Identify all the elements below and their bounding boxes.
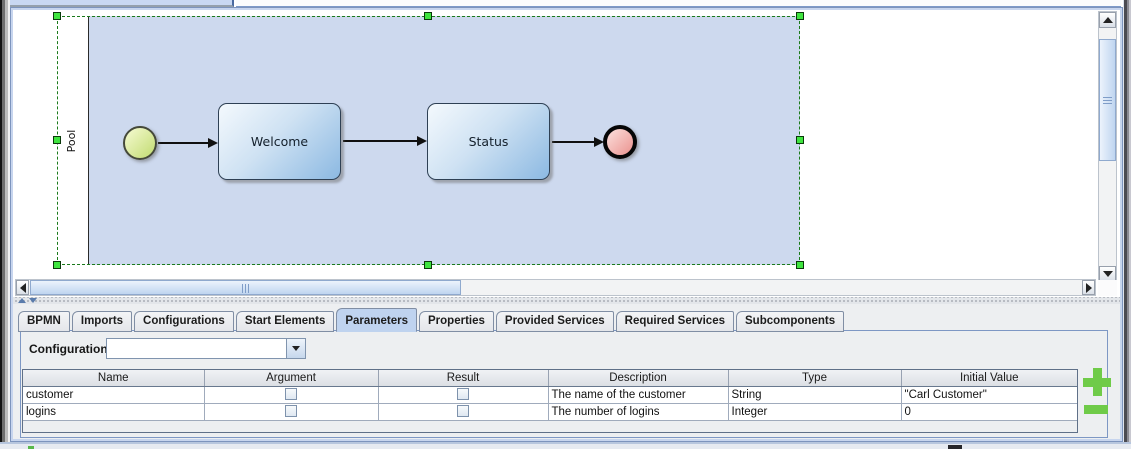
vertical-scrollbar-thumb[interactable] bbox=[1099, 39, 1116, 161]
tab-bpmn[interactable]: BPMN bbox=[18, 311, 70, 332]
window-bottom-edge bbox=[0, 442, 1131, 449]
cell-initial-value[interactable]: 0 bbox=[901, 403, 1077, 421]
editor-file-tab[interactable] bbox=[10, 0, 234, 7]
configuration-combobox[interactable] bbox=[106, 338, 306, 359]
cell-description[interactable]: The name of the customer bbox=[548, 386, 729, 404]
sequence-flow-2[interactable] bbox=[343, 140, 417, 142]
task-status-label: Status bbox=[468, 134, 509, 149]
arrowhead-icon bbox=[594, 137, 604, 147]
arrowhead-icon bbox=[417, 136, 427, 146]
result-cell[interactable] bbox=[378, 403, 549, 421]
triangle-down-icon bbox=[1102, 271, 1113, 277]
sequence-flow-3[interactable] bbox=[552, 141, 594, 143]
scroll-up-button[interactable] bbox=[1099, 12, 1116, 28]
result-checkbox[interactable] bbox=[457, 405, 469, 418]
cell-name[interactable]: logins bbox=[23, 403, 205, 421]
start-event-icon[interactable] bbox=[123, 126, 157, 160]
scrollbar-grip-icon bbox=[1103, 97, 1112, 105]
triangle-up-icon bbox=[1102, 17, 1113, 23]
column-header-type[interactable]: Type bbox=[728, 370, 902, 387]
scroll-left-button[interactable] bbox=[16, 280, 29, 295]
argument-cell[interactable] bbox=[204, 403, 379, 421]
scrollbar-corner bbox=[1098, 280, 1117, 296]
column-header-name[interactable]: Name bbox=[23, 370, 205, 387]
argument-cell[interactable] bbox=[204, 386, 379, 404]
selection-handle-bottom-middle[interactable] bbox=[424, 261, 432, 269]
pool-label: Pool bbox=[65, 129, 78, 153]
sequence-flow-1[interactable] bbox=[158, 142, 209, 144]
canvas-vertical-scrollbar[interactable] bbox=[1098, 11, 1117, 283]
triangle-left-icon bbox=[19, 282, 26, 293]
selection-handle-bottom-right[interactable] bbox=[796, 261, 804, 269]
column-header-description[interactable]: Description bbox=[548, 370, 729, 387]
task-welcome[interactable]: Welcome bbox=[218, 103, 341, 180]
selection-handle-bottom-left[interactable] bbox=[53, 261, 61, 269]
column-header-initial-value[interactable]: Initial Value bbox=[901, 370, 1077, 387]
result-checkbox[interactable] bbox=[457, 388, 469, 401]
cell-initial-value[interactable]: "Carl Customer" bbox=[901, 386, 1077, 404]
tab-provided-services[interactable]: Provided Services bbox=[495, 311, 614, 332]
tab-imports[interactable]: Imports bbox=[71, 311, 133, 332]
triangle-right-icon bbox=[1085, 282, 1092, 293]
column-header-argument[interactable]: Argument bbox=[204, 370, 379, 387]
arrowhead-icon bbox=[208, 138, 218, 148]
selection-handle-top-left[interactable] bbox=[53, 12, 61, 20]
horizontal-scrollbar-thumb[interactable] bbox=[30, 280, 461, 295]
cropped-element-stub bbox=[948, 445, 962, 449]
tab-subcomponents[interactable]: Subcomponents bbox=[736, 311, 845, 332]
combobox-dropdown-button[interactable] bbox=[286, 339, 305, 358]
column-header-result[interactable]: Result bbox=[378, 370, 549, 387]
argument-checkbox[interactable] bbox=[285, 405, 297, 418]
tab-start-elements[interactable]: Start Elements bbox=[235, 311, 335, 332]
selection-handle-top-right[interactable] bbox=[796, 12, 804, 20]
cell-type[interactable]: Integer bbox=[728, 403, 902, 421]
tab-properties[interactable]: Properties bbox=[419, 311, 494, 332]
selection-handle-top-middle[interactable] bbox=[424, 12, 432, 20]
end-event-icon[interactable] bbox=[603, 125, 637, 159]
cell-type[interactable]: String bbox=[728, 386, 902, 404]
selection-handle-middle-right[interactable] bbox=[796, 136, 804, 144]
split-pane-divider[interactable] bbox=[13, 297, 1120, 304]
task-status[interactable]: Status bbox=[427, 103, 550, 180]
scrollbar-grip-icon bbox=[242, 284, 250, 293]
argument-checkbox[interactable] bbox=[285, 388, 297, 401]
tab-configurations[interactable]: Configurations bbox=[134, 311, 234, 332]
result-cell[interactable] bbox=[378, 386, 549, 404]
window-left-edge bbox=[0, 0, 10, 449]
chevron-down-icon bbox=[292, 346, 300, 351]
tab-parameters[interactable]: Parameters bbox=[336, 308, 418, 332]
cropped-element-stub bbox=[28, 446, 34, 449]
cell-name[interactable]: customer bbox=[23, 386, 205, 404]
editor-tab-strip bbox=[236, 0, 1121, 7]
configuration-label: Configuration bbox=[29, 342, 108, 356]
add-parameter-button[interactable] bbox=[1083, 368, 1111, 396]
collapse-down-icon[interactable] bbox=[29, 298, 37, 303]
remove-parameter-button[interactable] bbox=[1084, 405, 1108, 414]
collapse-up-icon[interactable] bbox=[18, 298, 26, 303]
task-welcome-label: Welcome bbox=[250, 134, 309, 149]
selection-handle-middle-left[interactable] bbox=[53, 136, 61, 144]
scroll-right-button[interactable] bbox=[1082, 280, 1095, 295]
cell-description[interactable]: The number of logins bbox=[548, 403, 729, 421]
diagram-canvas[interactable]: Pool Welcome Status bbox=[15, 11, 1096, 278]
tab-required-services[interactable]: Required Services bbox=[615, 311, 734, 332]
window-right-edge bbox=[1123, 0, 1131, 449]
canvas-horizontal-scrollbar[interactable] bbox=[15, 279, 1096, 296]
